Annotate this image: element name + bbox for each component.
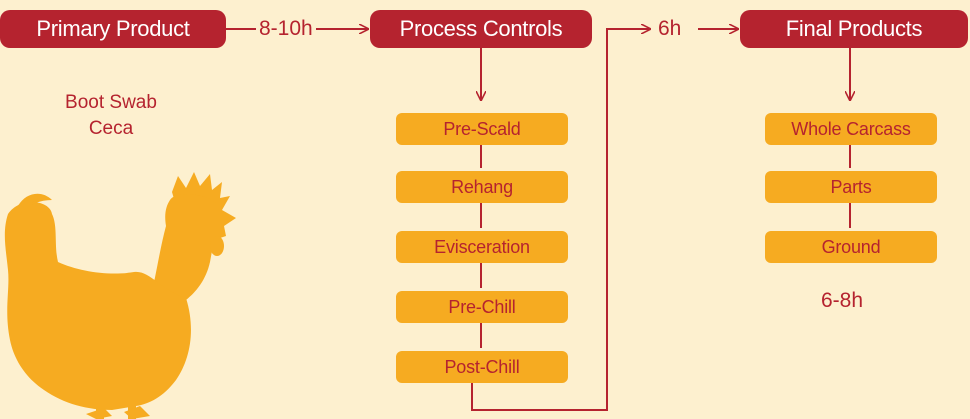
chicken-silhouette-icon [4,172,236,419]
time-primary-to-process: 8-10h [256,17,316,41]
final-step-parts: Parts [765,171,937,203]
process-step-pre-scald: Pre-Scald [396,113,568,145]
stage-final-products: Final Products [740,10,968,48]
primary-samples: Boot Swab Ceca [32,90,190,142]
process-step-rehang: Rehang [396,171,568,203]
process-step-evisceration: Evisceration [396,231,568,263]
stage-process-controls: Process Controls [370,10,592,48]
final-step-whole-carcass: Whole Carcass [765,113,937,145]
sample-boot-swab: Boot Swab [65,92,157,113]
stage-primary-product: Primary Product [0,10,226,48]
process-step-post-chill: Post-Chill [396,351,568,383]
sample-ceca: Ceca [88,118,134,139]
final-step-ground: Ground [765,231,937,263]
time-process-to-final: 6h [655,17,685,41]
time-final-duration: 6-8h [818,289,867,313]
process-step-pre-chill: Pre-Chill [396,291,568,323]
arrow-postchill-to-final [471,29,650,411]
